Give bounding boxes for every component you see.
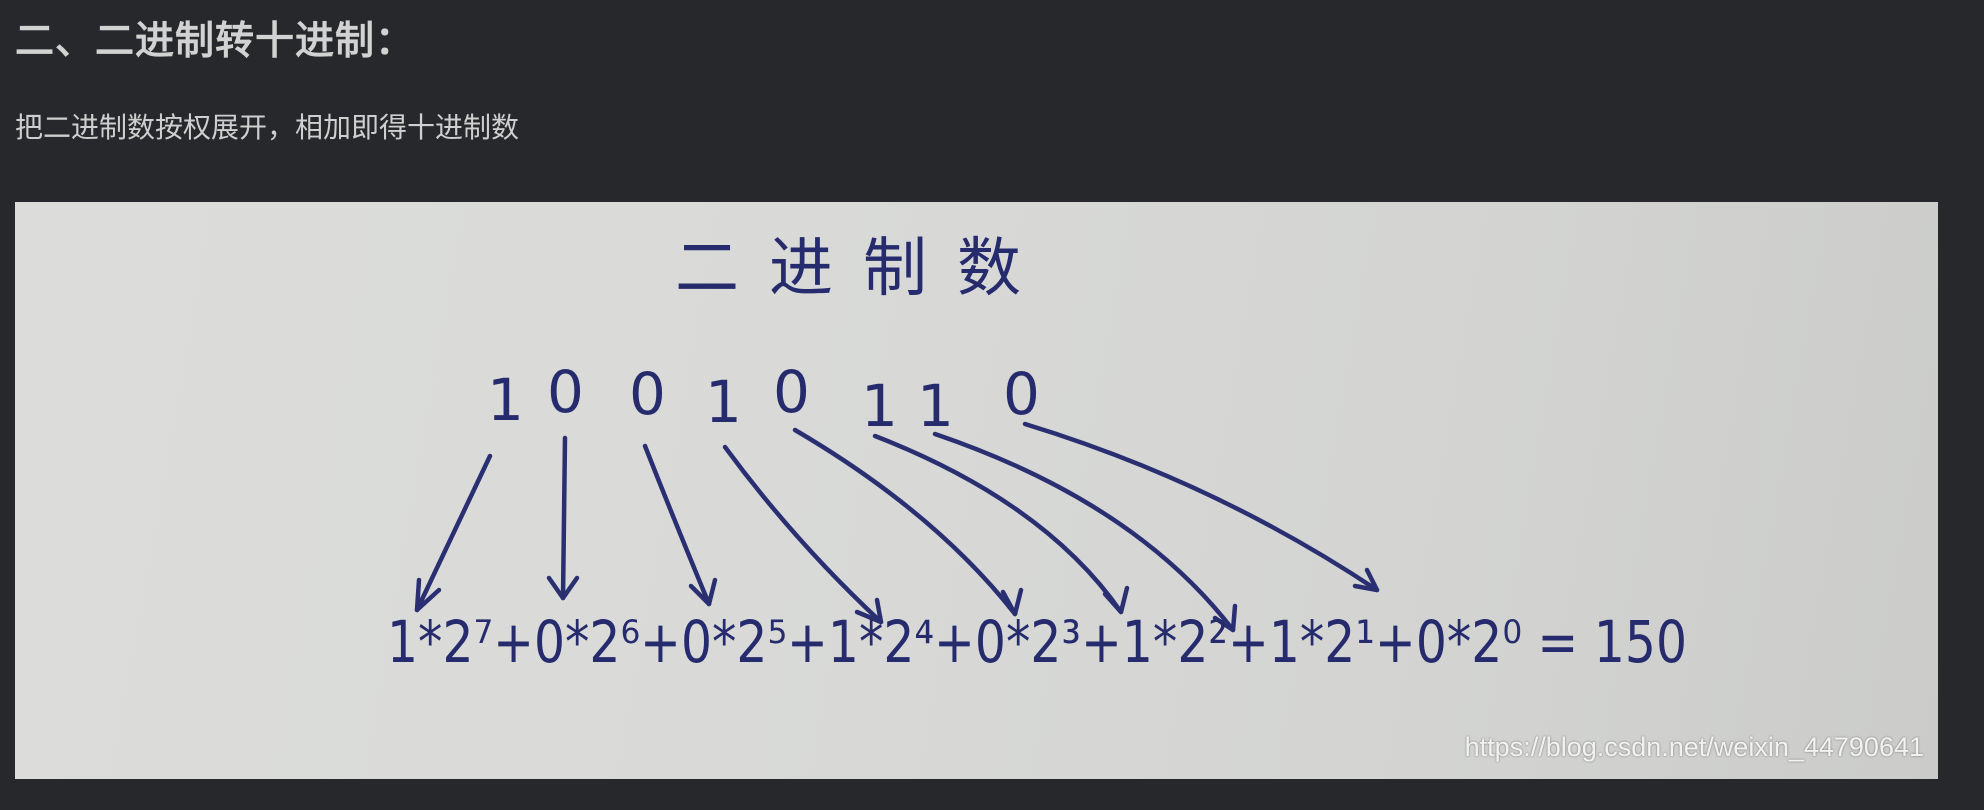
arrow <box>932 431 1236 633</box>
arrow-head <box>688 577 718 607</box>
handwritten-photo: 二进制数 1 0 0 1 0 1 1 0 <box>15 202 1938 779</box>
arrow <box>872 433 1124 615</box>
binary-digits: 1 0 0 1 0 1 1 0 <box>487 358 1040 440</box>
arrow <box>414 453 493 613</box>
arrow <box>722 444 884 625</box>
binary-digit: 0 <box>773 358 810 426</box>
handwriting-drawing: 二进制数 1 0 0 1 0 1 1 0 <box>387 232 1687 676</box>
binary-digit: 0 <box>1003 360 1040 428</box>
arrow-head <box>1212 603 1238 633</box>
arrow <box>1022 421 1380 593</box>
explanation-text: 把二进制数按权展开，相加即得十进制数 <box>15 111 520 144</box>
section-heading: 二、二进制转十进制： <box>15 19 416 64</box>
binary-digit: 1 <box>705 368 742 436</box>
arrow-head <box>1102 585 1130 615</box>
arrow <box>560 435 568 601</box>
binary-digit: 1 <box>861 372 898 440</box>
binary-digit: 1 <box>917 372 954 440</box>
arrow-head <box>546 575 580 601</box>
binary-digit: 0 <box>547 358 584 426</box>
binary-digit: 1 <box>487 366 524 434</box>
photo-title: 二进制数 <box>675 232 1051 306</box>
expansion-formula: 1*2⁷+0*2⁶+0*2⁵+1*2⁴+0*2³+1*2²+1*2¹+0*2⁰ … <box>387 608 1687 676</box>
binary-digit: 0 <box>629 360 666 428</box>
arrow-head <box>854 597 884 625</box>
weight-arrows <box>414 421 1380 633</box>
arrow-head <box>1352 567 1380 593</box>
watermark-url: https://blog.csdn.net/weixin_44790641 <box>1464 732 1924 762</box>
arrow <box>792 427 1018 617</box>
arrow-head <box>414 577 442 613</box>
arrow <box>642 443 712 607</box>
arrow-head <box>1000 587 1024 617</box>
